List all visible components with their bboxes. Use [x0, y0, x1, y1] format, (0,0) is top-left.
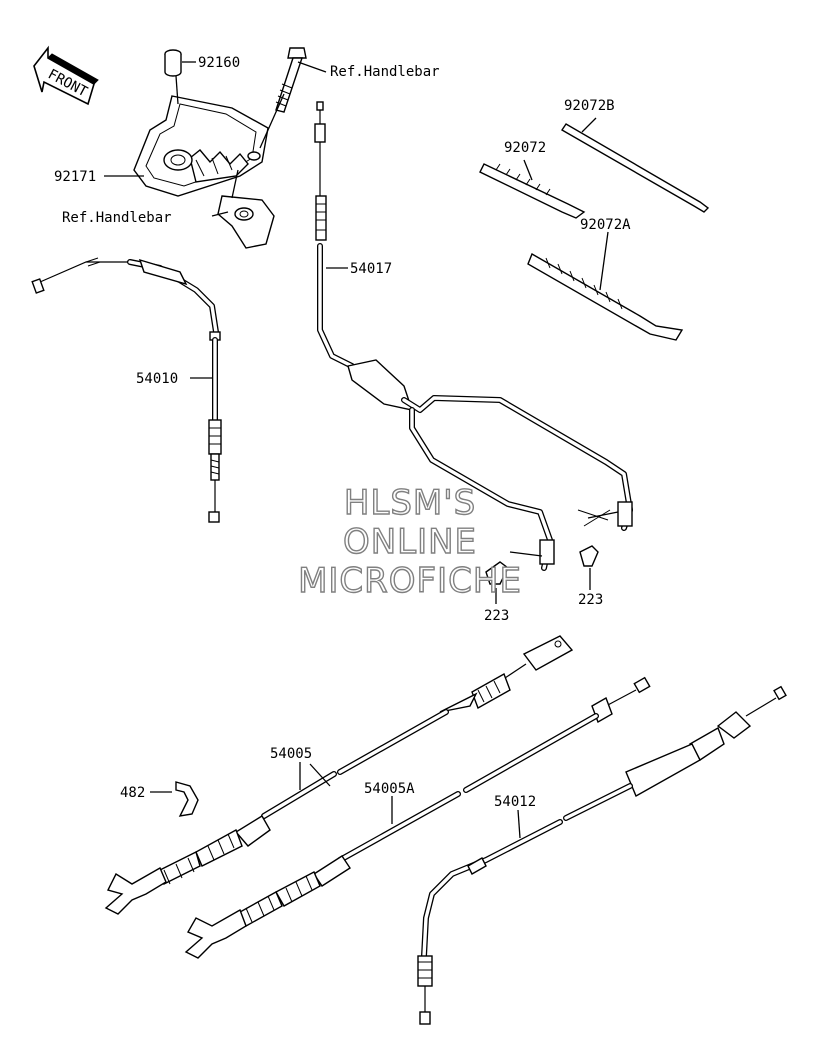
cable-54010 [31, 257, 222, 523]
label-92072: 92072 [504, 140, 546, 156]
label-ref-handlebar-top: Ref.Handlebar [330, 64, 440, 80]
watermark-line-3: MICROFICHE [298, 561, 522, 601]
cable-54005A [184, 676, 651, 959]
label-54005A: 54005A [364, 781, 415, 797]
watermark-line-2: ONLINE [343, 522, 477, 562]
leader-lines-holder [104, 61, 327, 217]
cable-tie-92072B [561, 117, 710, 213]
clamp-part [217, 195, 275, 249]
cable-54017 [314, 101, 633, 604]
cable-54012 [417, 685, 787, 1025]
label-ref-handlebar-mid: Ref.Handlebar [62, 210, 172, 226]
label-54012: 54012 [494, 794, 536, 810]
label-54005: 54005 [270, 746, 312, 762]
watermark-line-1: HLSM'S [344, 483, 476, 523]
label-223-left: 223 [484, 608, 509, 624]
cable-tie-92072A [527, 231, 684, 341]
cable-tie-92072 [479, 159, 586, 219]
label-54010: 54010 [136, 371, 178, 387]
label-223-right: 223 [578, 592, 603, 608]
clip-482 [150, 781, 199, 817]
cable-holder-assembly [104, 47, 327, 249]
front-arrow-icon: FRONT [33, 45, 99, 106]
cable-54005 [104, 635, 574, 915]
label-92171: 92171 [54, 169, 96, 185]
collar-92160 [164, 49, 182, 77]
watermark: HLSM'S ONLINE MICROFICHE [297, 482, 522, 601]
label-92072A: 92072A [580, 217, 631, 233]
label-54017: 54017 [350, 261, 392, 277]
label-482: 482 [120, 785, 145, 801]
label-92072B: 92072B [564, 98, 615, 114]
holder-92171 [133, 95, 269, 197]
label-92160: 92160 [198, 55, 240, 71]
